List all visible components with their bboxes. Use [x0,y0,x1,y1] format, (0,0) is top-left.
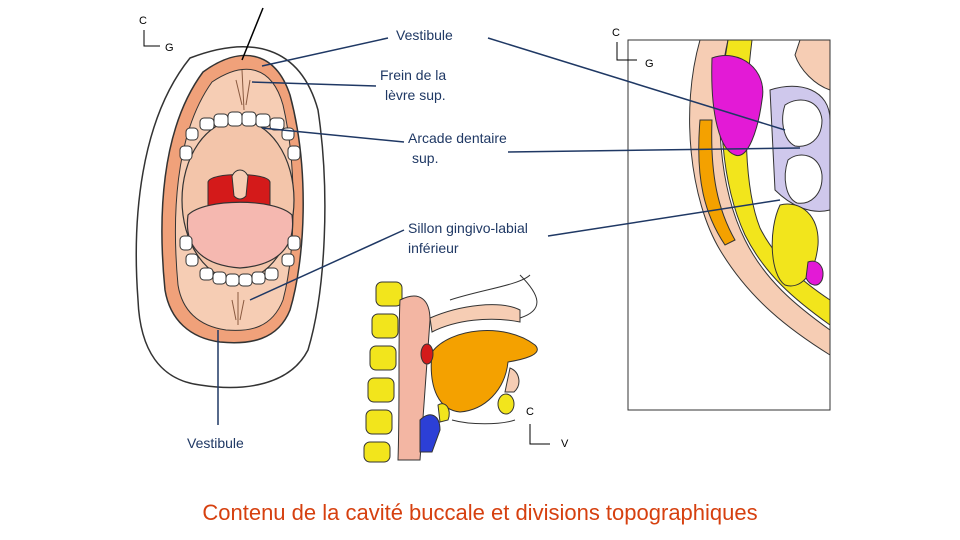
slide-title: Contenu de la cavité buccale et division… [202,500,758,525]
palate [429,304,521,333]
larynx [419,414,441,453]
pointer-sillon-left [249,229,405,301]
orient-coronal-g: G [645,58,654,70]
axis-mouth [143,30,160,47]
uvula [231,169,249,200]
upper-teeth [179,111,301,161]
label-vestibule-bottom: Vestibule [187,435,244,451]
hyoid [437,403,450,423]
pointer-sillon-right [547,199,781,237]
orient-sagittal-v: V [561,438,569,450]
axis-sagittal [529,424,550,445]
tonsil [420,343,434,365]
magenta-gland-upper [711,55,764,156]
orient-sagittal-c: C [526,406,534,418]
tongue [186,201,294,269]
pointer-lines [217,37,801,425]
pointer-arcade-left [261,127,405,143]
label-arcade-line2: sup. [412,150,439,166]
vestibule-probe-top [241,7,264,61]
pointer-arcade-right [507,147,801,153]
pointer-vestibule-top-left [261,37,389,67]
buccinator-muscle [698,119,736,246]
upper-frenulum [235,69,251,111]
mandible-bone [497,393,515,415]
magenta-gland-lower [805,260,824,286]
pointer-frein [251,81,377,87]
orient-mouth-c: C [139,15,147,27]
sagittal-view [360,272,560,464]
label-vestibule-top: Vestibule [396,27,453,43]
nasal-contour [449,274,538,319]
sagittal-lower-lip [504,367,520,393]
pointer-vestibule-top-right [487,37,786,131]
coronal-tongue [794,39,831,91]
label-frein-line2: lèvre sup. [385,87,446,103]
label-sillon-line1: Sillon gingivo-labial [408,220,528,236]
neck-contour [451,419,516,425]
label-sillon-line2: inférieur [408,240,459,256]
axis-coronal [616,42,637,61]
orient-mouth-g: G [165,42,174,54]
mandible-coronal [771,203,819,287]
label-arcade-line1: Arcade dentaire [408,130,507,146]
coronal-view [627,39,831,411]
lower-teeth [179,235,301,287]
mouth-frontal-view [135,7,326,389]
vertebrae [363,281,403,463]
lower-frenulum [231,292,245,325]
lower-tooth [784,154,823,204]
orient-coronal-c: C [612,27,620,39]
label-frein-line1: Frein de la [380,67,447,83]
